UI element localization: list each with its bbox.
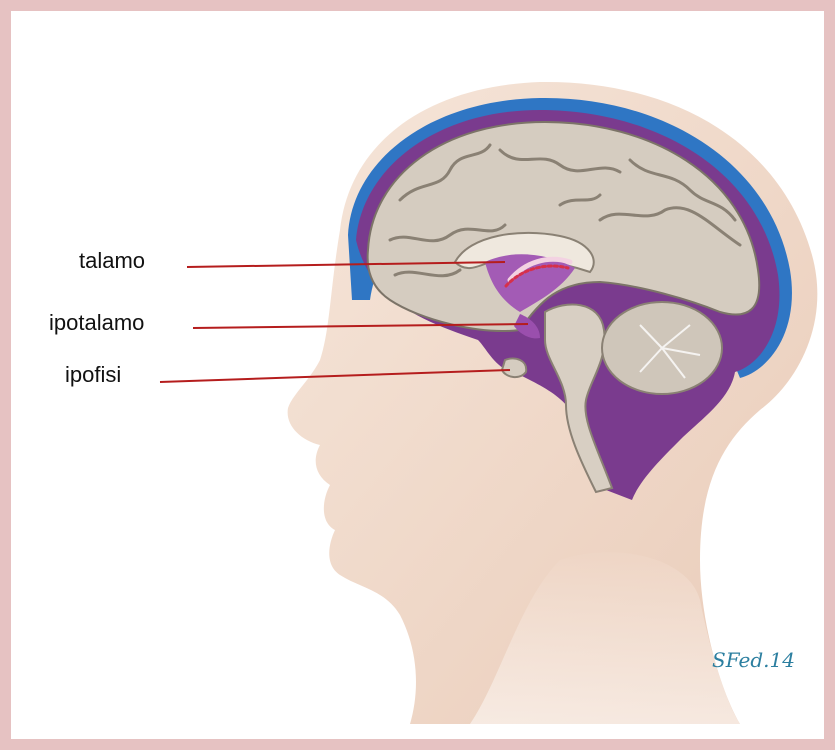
label-ipofisi: ipofisi: [65, 364, 121, 386]
label-talamo: talamo: [79, 250, 145, 272]
pituitary: [502, 359, 526, 378]
artist-signature: SFed.14: [712, 648, 795, 672]
label-ipotalamo: ipotalamo: [49, 312, 144, 334]
